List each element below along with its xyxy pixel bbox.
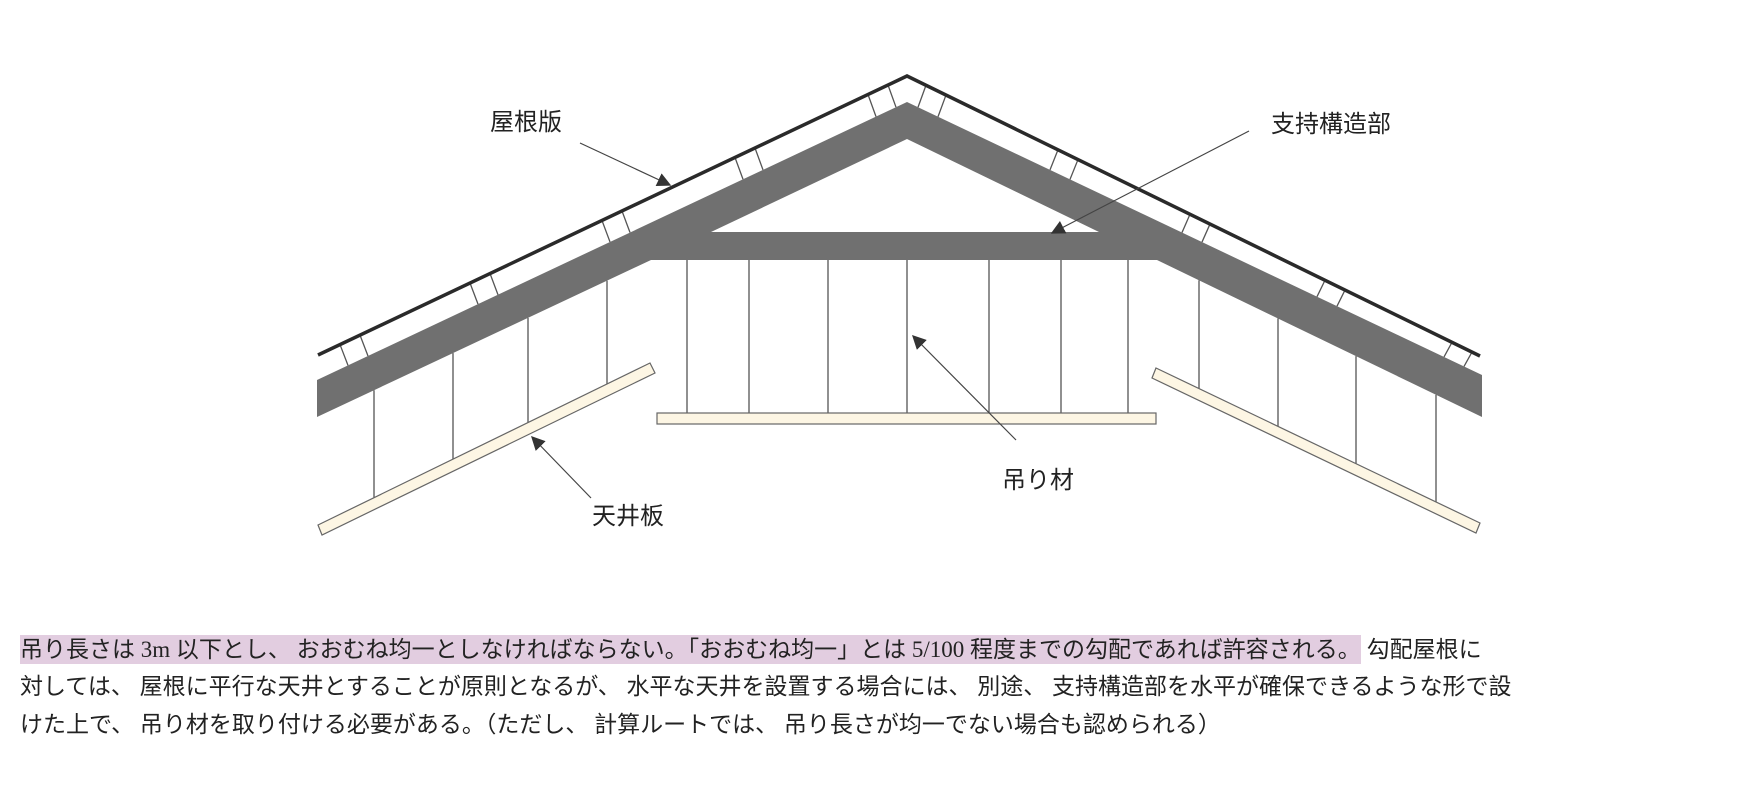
roof-spacer [754, 147, 764, 171]
roof-spacers [339, 84, 1473, 367]
paragraph-line-3: けた上で、 吊り材を取り付ける必要がある。（ただし、 計算ルートでは、 吊り長さ… [20, 712, 1221, 737]
ceiling-board-left [317, 362, 656, 536]
roof-spacer [887, 84, 897, 108]
roof-spacer [1181, 214, 1191, 233]
roof-slab-leader-arrow [579, 142, 672, 187]
ceiling-board-right [1151, 367, 1481, 534]
roof-spacer [1069, 159, 1079, 180]
label-roof-slab: 屋根版 [490, 109, 562, 136]
ceiling-board-leader-arrow [531, 435, 592, 499]
support-structure-leader-arrow [1050, 130, 1250, 234]
roof-spacer [621, 210, 631, 233]
roof-spacer [339, 344, 349, 366]
roof-spacer [359, 334, 369, 357]
roof-spacer [601, 220, 611, 243]
roof-spacer [1336, 289, 1346, 307]
roof-spacer [1201, 223, 1211, 243]
roof-ceiling-diagram: 屋根版 支持構造部 吊り材 天井板 [317, 74, 1482, 536]
roof-spacer [1463, 351, 1473, 367]
roof-spacer [469, 282, 479, 305]
roof-slab [317, 74, 1481, 358]
roof-spacer [917, 85, 927, 108]
hangers [373, 260, 1437, 502]
roof-spacer [734, 157, 744, 180]
roof-spacer [1443, 342, 1453, 358]
paragraph-line-1: 吊り長さは 3m 以下とし、 おおむね均一としなければならない。「おおむね均一」… [20, 634, 1482, 666]
hanger-leader-arrow [912, 335, 1017, 441]
ceiling-board-center [656, 412, 1157, 425]
paragraph-line-2: 対しては、 屋根に平行な天井とすることが原則となるが、 水平な天井を設置する場合… [20, 674, 1512, 699]
roof-spacer [937, 94, 947, 117]
support-structure [317, 102, 1482, 417]
roof-spacer [1316, 279, 1326, 297]
highlighted-text: 吊り長さは 3m 以下とし、 おおむね均一としなければならない。「おおむね均一」… [20, 635, 1361, 664]
label-support-structure: 支持構造部 [1271, 111, 1391, 138]
roof-spacer [1049, 149, 1059, 171]
truss-opening [711, 139, 1099, 232]
roof-spacer [489, 273, 499, 295]
text-line-1-rest: 勾配屋根に [1360, 637, 1482, 662]
label-hanger: 吊り材 [1002, 467, 1074, 494]
roof-spacer [867, 94, 877, 117]
label-ceiling-board: 天井板 [592, 503, 664, 530]
